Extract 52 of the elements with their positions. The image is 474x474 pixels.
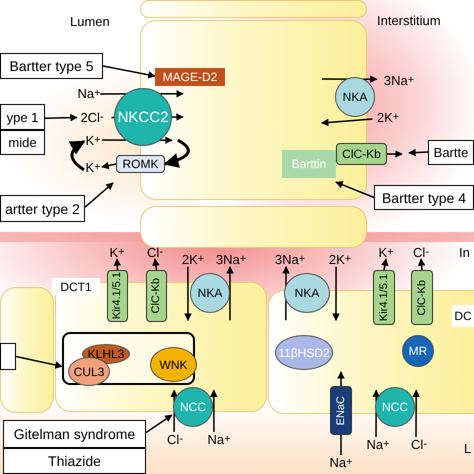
arrow <box>84 182 114 208</box>
arrow <box>101 162 116 170</box>
label-box: artter type 2 <box>0 195 85 222</box>
arrow <box>282 266 290 320</box>
arrow <box>100 90 184 98</box>
arrow <box>387 150 403 158</box>
arrow <box>68 140 86 172</box>
protein-label: DCT1 <box>52 278 100 295</box>
label-box: ype 1 <box>0 104 45 130</box>
arrow <box>226 266 234 320</box>
arrow <box>184 266 192 321</box>
channel-box: ClC-Kb <box>411 270 433 325</box>
label-box: Bartte <box>428 140 474 165</box>
arrow <box>372 389 380 437</box>
arrow <box>322 75 378 83</box>
arrow <box>152 258 160 270</box>
arrow <box>210 389 218 432</box>
arrow <box>408 148 428 156</box>
arrow <box>335 181 374 198</box>
arrow <box>332 266 340 321</box>
complex-box <box>62 332 195 385</box>
channel-box: ENaC <box>330 386 352 435</box>
arrow <box>16 356 63 369</box>
arrow <box>418 258 426 270</box>
arrow <box>321 118 372 126</box>
protein-label: DC <box>452 305 474 327</box>
protein-label: Barttin <box>282 150 336 178</box>
channel-box: Kir4.1/5.1 <box>373 270 395 325</box>
label-box: Gitelman syndrome <box>3 420 146 448</box>
region-label: Lumen <box>70 14 110 29</box>
arrow <box>44 114 78 122</box>
arrow <box>102 136 173 144</box>
region-label: L <box>464 441 472 456</box>
arrow <box>164 138 190 168</box>
label-box <box>0 343 16 370</box>
channel-box: Kir4.1/5.1 <box>107 270 128 322</box>
protein-label: MAGE-D2 <box>155 68 225 86</box>
label-box: Bartter type 4 <box>374 185 474 210</box>
arrow <box>146 414 172 434</box>
label-box: Bartter type 5 <box>0 53 103 79</box>
label-box: Thiazide <box>3 448 146 474</box>
arrow <box>412 389 420 437</box>
label-box: mide <box>0 130 45 155</box>
arrow <box>114 258 122 270</box>
arrow <box>102 65 156 78</box>
channel-box: ClC-Kb <box>146 270 167 322</box>
channel-box: ROMK <box>116 155 165 173</box>
arrow <box>381 258 388 270</box>
arrow <box>170 389 178 432</box>
region-label: In <box>459 245 470 260</box>
channel-box: ClC-Kb <box>336 143 387 165</box>
region-label: Interstitium <box>377 13 441 28</box>
